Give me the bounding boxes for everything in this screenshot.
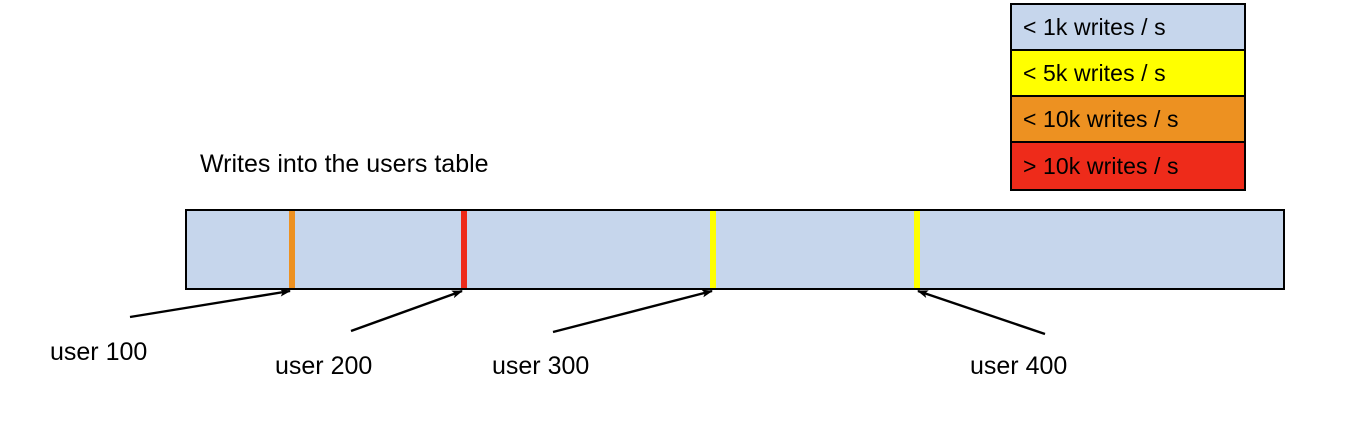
callout-arrow-user-200 — [350, 289, 463, 333]
legend: < 1k writes / s < 5k writes / s < 10k wr… — [1010, 3, 1246, 191]
hotspot-stripe-user-300[interactable] — [710, 211, 716, 288]
callout-arrow-user-300 — [552, 289, 713, 334]
legend-item-label: > 10k writes / s — [1023, 152, 1179, 179]
legend-item-label: < 5k writes / s — [1023, 59, 1166, 86]
legend-item-over-10k[interactable]: > 10k writes / s — [1012, 143, 1244, 189]
pointer-label-user-300: user 300 — [492, 352, 590, 380]
chart-title: Writes into the users table — [200, 150, 489, 178]
legend-item-label: < 10k writes / s — [1023, 105, 1179, 132]
pointer-label-user-400: user 400 — [970, 352, 1068, 380]
legend-item-under-5k[interactable]: < 5k writes / s — [1012, 51, 1244, 97]
hotspot-stripe-user-400[interactable] — [914, 211, 920, 288]
hotspot-stripe-user-200[interactable] — [461, 211, 467, 288]
pointer-label-user-200: user 200 — [275, 352, 373, 380]
legend-item-under-1k[interactable]: < 1k writes / s — [1012, 5, 1244, 51]
pointer-label-user-100: user 100 — [50, 338, 148, 366]
hotspot-stripe-user-100[interactable] — [289, 211, 295, 288]
callout-arrow-user-100 — [129, 288, 291, 319]
users-table-range-bar — [185, 209, 1285, 290]
legend-item-label: < 1k writes / s — [1023, 13, 1166, 40]
legend-item-under-10k[interactable]: < 10k writes / s — [1012, 97, 1244, 143]
callout-arrow-user-400 — [917, 289, 1046, 336]
